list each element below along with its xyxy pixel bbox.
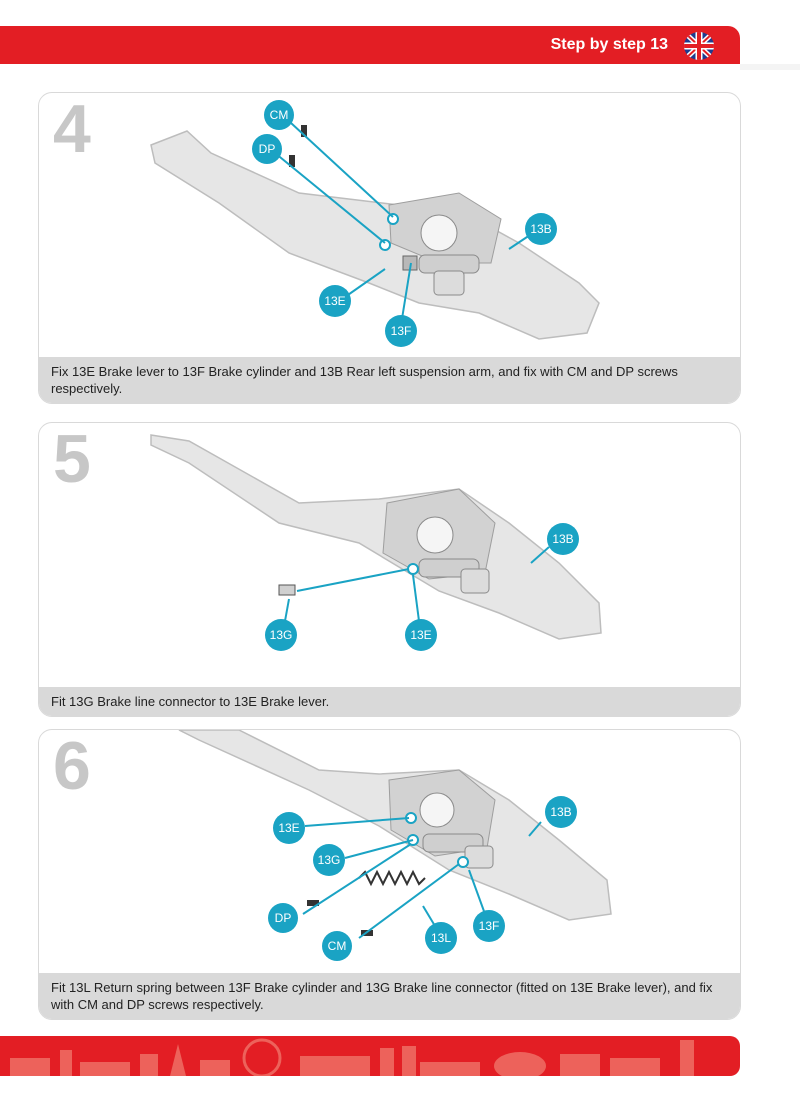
- uk-flag-icon: [684, 32, 714, 60]
- callout-dp-4: DP: [252, 134, 282, 164]
- svg-text:13G: 13G: [318, 853, 341, 867]
- callout-13b-6: 13B: [545, 796, 577, 828]
- callout-13f-4: 13F: [385, 315, 417, 347]
- page-footer-bar: [0, 1036, 740, 1076]
- callout-cm-4: CM: [264, 100, 294, 130]
- london-skyline-decoration: [10, 1038, 694, 1076]
- step-number: 6: [53, 729, 91, 804]
- step-panel-4: CM DP 13B 13E 13F 4 Fix 13E Brake lever …: [38, 92, 741, 404]
- step-4-illustration: CM DP 13B 13E 13F: [150, 100, 600, 347]
- svg-text:13G: 13G: [270, 628, 293, 642]
- callout-dp-6: DP: [268, 903, 298, 933]
- step-caption: Fit 13G Brake line connector to 13E Brak…: [39, 687, 740, 716]
- callout-13b-5: 13B: [547, 523, 579, 555]
- step-5-illustration: 13B 13G 13E: [150, 434, 602, 651]
- page-header-bar: Step by step 13: [0, 26, 740, 64]
- step-number: 4: [53, 92, 91, 167]
- page-header-title: Step by step 13: [550, 36, 668, 53]
- callout-13e-4: 13E: [319, 285, 351, 317]
- step-panel-6: 13E 13B 13G DP 13L 13F CM 6 Fit 13L Retu…: [38, 729, 741, 1020]
- callout-13f-6: 13F: [473, 910, 505, 942]
- svg-text:13L: 13L: [431, 931, 451, 945]
- svg-text:DP: DP: [275, 911, 292, 925]
- svg-text:13E: 13E: [278, 821, 299, 835]
- svg-text:DP: DP: [259, 142, 276, 156]
- callout-13g-6: 13G: [313, 844, 345, 876]
- header-edge: [740, 64, 800, 70]
- svg-text:13F: 13F: [391, 324, 412, 338]
- callout-13l-6: 13L: [425, 922, 457, 954]
- callout-13b-4: 13B: [525, 213, 557, 245]
- callout-13e-6: 13E: [273, 812, 305, 844]
- svg-text:13B: 13B: [550, 805, 571, 819]
- svg-text:13B: 13B: [552, 532, 573, 546]
- step-number: 5: [53, 422, 91, 497]
- svg-text:13F: 13F: [479, 919, 500, 933]
- svg-text:CM: CM: [328, 939, 347, 953]
- svg-text:CM: CM: [270, 108, 289, 122]
- svg-text:13B: 13B: [530, 222, 551, 236]
- step-caption: Fix 13E Brake lever to 13F Brake cylinde…: [39, 357, 740, 403]
- callout-cm-6: CM: [322, 931, 352, 961]
- step-6-illustration: 13E 13B 13G DP 13L 13F CM: [178, 730, 612, 961]
- callout-13g-5: 13G: [265, 619, 297, 651]
- step-panel-5: 13B 13G 13E 5 Fit 13G Brake line connect…: [38, 422, 741, 717]
- callout-13e-5: 13E: [405, 619, 437, 651]
- step-caption: Fit 13L Return spring between 13F Brake …: [39, 973, 740, 1019]
- svg-text:13E: 13E: [410, 628, 431, 642]
- svg-text:13E: 13E: [324, 294, 345, 308]
